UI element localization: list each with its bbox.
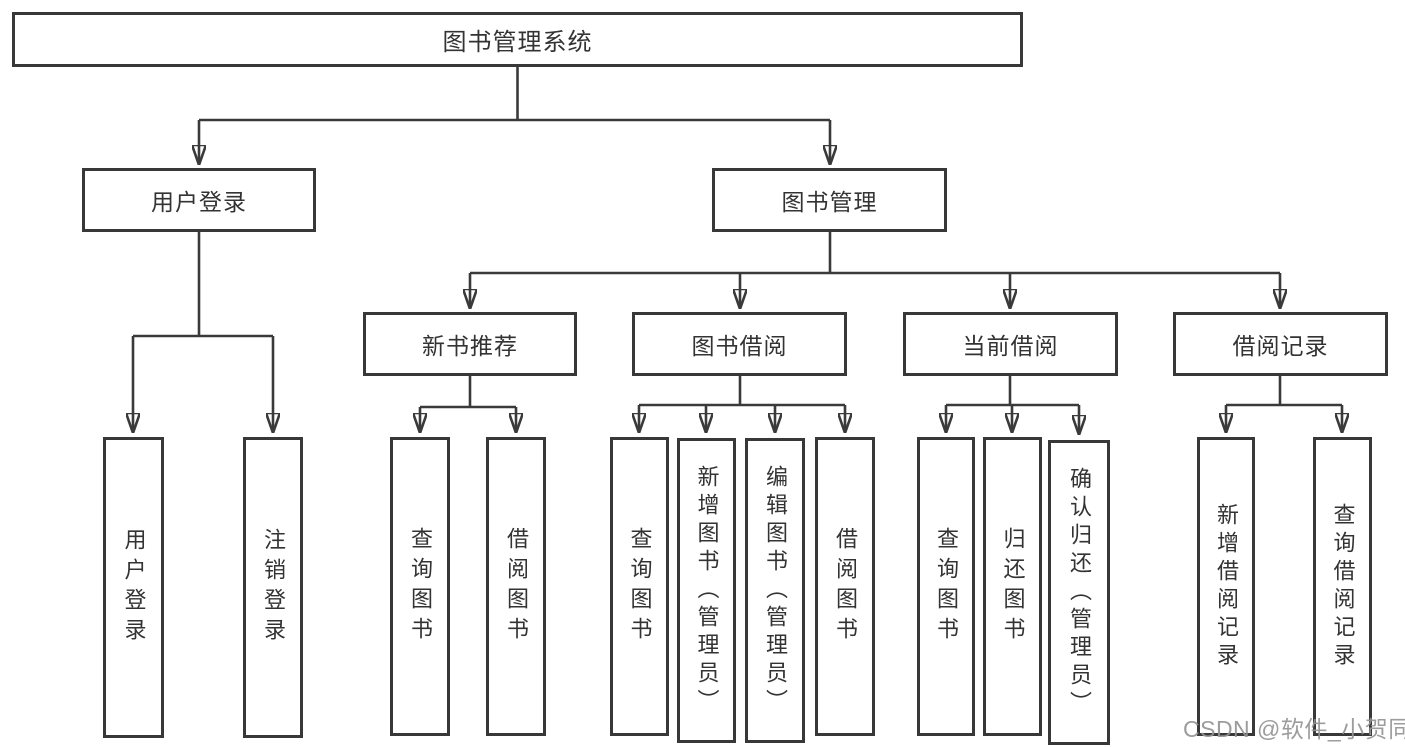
node-root-system: 图书管理系统: [12, 12, 1023, 67]
leaf-recommend-borrow-book: 借阅图书: [486, 437, 546, 736]
leaf-current-query-book: 查询图书: [917, 437, 975, 736]
leaf-borrow-book: 借阅图书: [815, 437, 875, 736]
leaf-user-login: 用户登录: [103, 437, 164, 738]
node-borrowing-records: 借阅记录: [1173, 312, 1388, 376]
node-user-login-branch: 用户登录: [82, 168, 316, 232]
node-book-borrowing: 图书借阅: [632, 312, 847, 376]
leaf-borrow-query-book: 查询图书: [610, 437, 669, 736]
leaf-recommend-query-book: 查询图书: [390, 437, 450, 736]
leaf-add-borrow-record: 新增借阅记录: [1197, 437, 1255, 736]
leaf-logout: 注销登录: [243, 437, 303, 738]
leaf-query-borrow-record: 查询借阅记录: [1313, 437, 1372, 736]
csdn-watermark: CSDN @软件_小贺同学: [1183, 716, 1405, 742]
node-current-borrowing: 当前借阅: [903, 312, 1118, 376]
leaf-confirm-return-admin: 确认归还（管理员）: [1048, 440, 1110, 745]
leaf-edit-book-admin: 编辑图书（管理员）: [745, 438, 805, 743]
node-book-management-branch: 图书管理: [712, 168, 947, 232]
leaf-add-book-admin: 新增图书（管理员）: [677, 438, 736, 743]
node-new-book-recommendation: 新书推荐: [363, 312, 577, 376]
leaf-return-book: 归还图书: [983, 437, 1042, 736]
